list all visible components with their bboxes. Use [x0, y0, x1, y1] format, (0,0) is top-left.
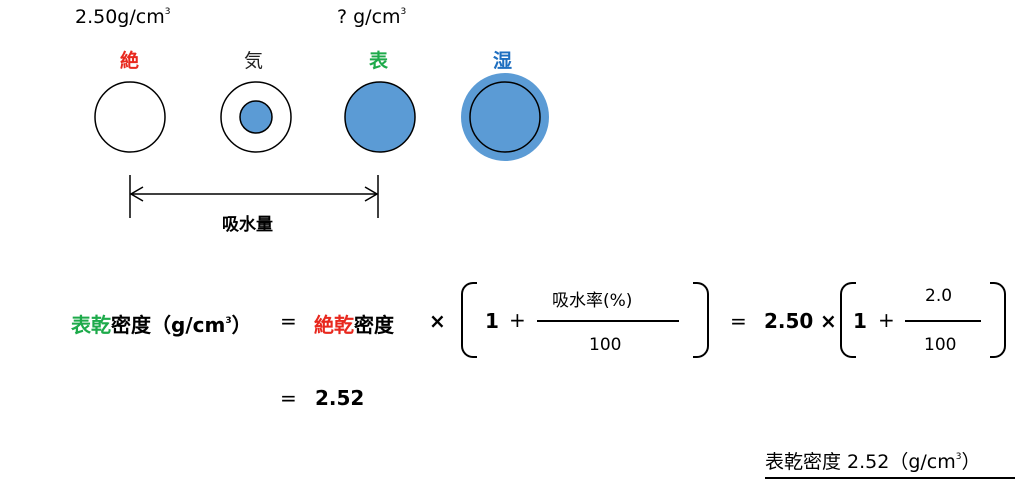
arrow-head-left [129, 186, 144, 202]
arrow-head-right [364, 186, 379, 202]
absolute-dry-circle [94, 81, 166, 153]
value-2-50: 2.50 [764, 309, 814, 333]
numerator-2-0: 2.0 [925, 286, 953, 306]
paren-right-1 [693, 282, 709, 358]
state-label-wet: 湿 [493, 50, 513, 72]
formula-rhs-label: 絶乾密度 [314, 313, 394, 337]
times-sign-2: × [820, 309, 837, 333]
numerator-absorption-rate: 吸水率(%) [552, 291, 633, 311]
state-label-absolute-dry: 絶 [120, 50, 140, 72]
paren-left-1 [461, 282, 477, 358]
denominator-2: 100 [924, 335, 957, 355]
density-left-label: 2.50g/cm3 [75, 6, 171, 28]
state-label-surface-dry: 表 [369, 50, 389, 72]
surface-dry-circle [344, 81, 416, 153]
particle-diagram [94, 73, 549, 218]
fraction-bar-1 [537, 320, 679, 322]
answer-underline [765, 477, 1015, 479]
denominator-1: 100 [589, 335, 622, 355]
formula-lhs: 表乾密度（g/cm3） [71, 313, 252, 337]
state-label-air-dry: 気 [244, 50, 264, 72]
result-value: 2.52 [315, 386, 365, 410]
equals-sign-2: = [730, 309, 747, 333]
times-sign-1: × [429, 309, 446, 333]
air-dry-circle-core [239, 100, 273, 134]
plus-1: + [509, 308, 526, 332]
wet-circle [469, 81, 541, 153]
paren-right-2 [990, 282, 1006, 358]
fraction-bar-2 [905, 320, 981, 322]
one-1: 1 [485, 309, 499, 333]
equals-sign-1: = [280, 309, 297, 333]
one-2: 1 [853, 309, 867, 333]
answer-text: 表乾密度 2.52（g/cm3） [765, 451, 981, 473]
water-absorption-label: 吸水量 [222, 215, 273, 235]
density-right-label: ? g/cm3 [337, 6, 407, 28]
paren-left-2 [840, 282, 856, 358]
plus-2: + [878, 308, 895, 332]
equals-sign-3: = [280, 386, 297, 410]
